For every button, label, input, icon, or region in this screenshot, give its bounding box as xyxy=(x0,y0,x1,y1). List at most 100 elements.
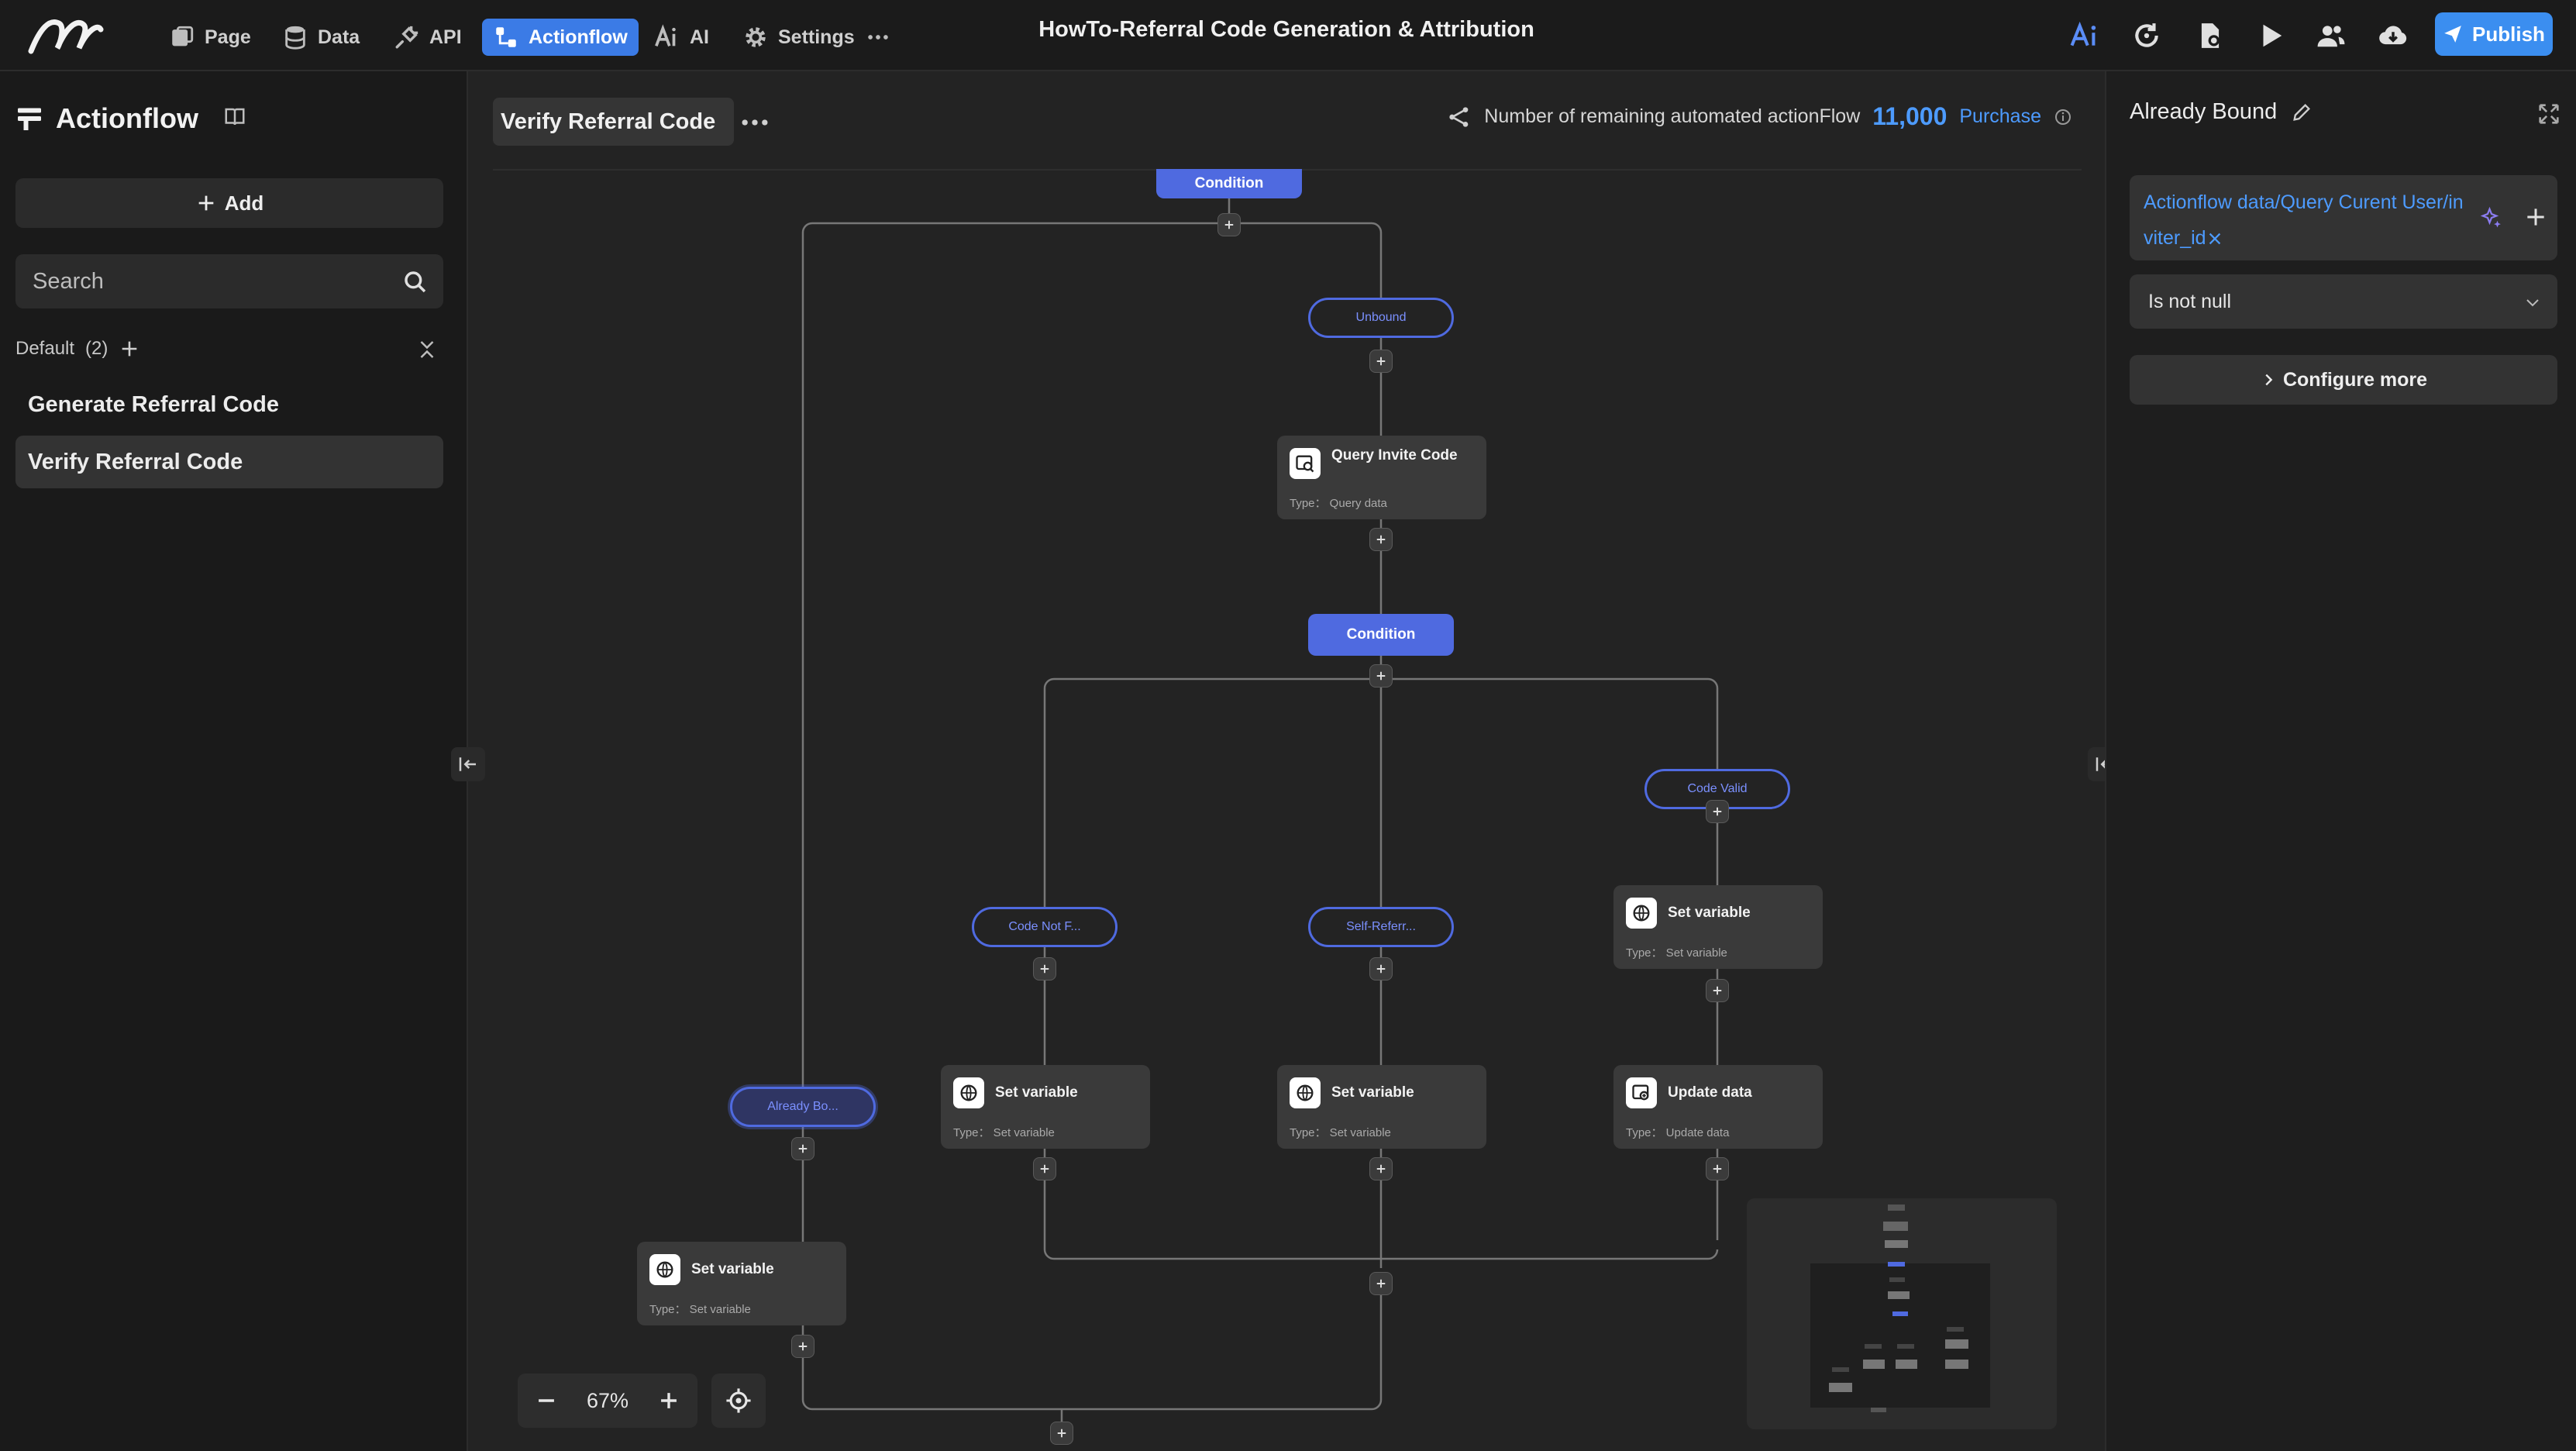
group-header[interactable]: Default (2) xyxy=(15,338,140,360)
branch-label: Code Valid xyxy=(1687,782,1748,795)
node-title: Set variable xyxy=(1331,1084,1414,1101)
minimap[interactable] xyxy=(1747,1198,2057,1429)
sidebar-title-label: Actionflow xyxy=(56,102,198,134)
expand-icon[interactable] xyxy=(2536,101,2562,127)
collapse-group-icon[interactable] xyxy=(415,338,439,361)
ai-assistant-button[interactable] xyxy=(2065,16,2105,56)
cloud-sync-button[interactable] xyxy=(2373,16,2413,56)
publish-button[interactable]: Publish xyxy=(2435,12,2553,56)
actionflow-sidebar: Actionflow Add Default (2) Generate Refe… xyxy=(0,71,468,1451)
set-variable-icon xyxy=(953,1077,984,1108)
add-step-button[interactable] xyxy=(1369,350,1393,373)
ai-sparkle-icon[interactable] xyxy=(2480,206,2503,229)
condition-binding-field[interactable]: Actionflow data/Query Curent User/invite… xyxy=(2130,175,2557,260)
actionflow-icon xyxy=(496,27,516,47)
plus-icon xyxy=(1376,1164,1386,1174)
database-icon xyxy=(285,26,305,50)
add-step-button[interactable] xyxy=(1706,979,1729,1002)
condition-node[interactable]: Condition xyxy=(1308,614,1454,656)
app-logo-icon[interactable] xyxy=(26,12,104,57)
set-variable-node[interactable]: Set variable Type： Set variable xyxy=(941,1065,1150,1149)
add-step-button[interactable] xyxy=(1369,528,1393,551)
info-icon[interactable] xyxy=(2054,108,2072,126)
set-variable-icon xyxy=(1626,898,1657,929)
add-step-button[interactable] xyxy=(1050,1422,1073,1445)
branch-self-referral[interactable]: Self-Referr... xyxy=(1308,907,1454,947)
set-variable-node[interactable]: Set variable Type： Set variable xyxy=(1277,1065,1486,1149)
group-count: (2) xyxy=(85,338,108,359)
recenter-button[interactable] xyxy=(711,1373,766,1428)
remove-binding-icon[interactable] xyxy=(2206,230,2223,247)
search-icon[interactable] xyxy=(403,270,428,295)
document-settings-button[interactable] xyxy=(2190,16,2230,56)
branch-unbound[interactable]: Unbound xyxy=(1308,298,1454,338)
add-step-button[interactable] xyxy=(1369,1272,1393,1295)
add-step-button[interactable] xyxy=(1369,957,1393,981)
collapse-left-panel-button[interactable] xyxy=(451,747,485,781)
add-step-button[interactable] xyxy=(1033,957,1056,981)
operator-select[interactable]: Is not null xyxy=(2130,274,2557,329)
refresh-button[interactable] xyxy=(2127,16,2167,56)
update-data-node[interactable]: Update data Type： Update data xyxy=(1613,1065,1823,1149)
add-step-button[interactable] xyxy=(1369,1157,1393,1180)
search-input[interactable] xyxy=(33,254,389,308)
add-step-button[interactable] xyxy=(1369,664,1393,688)
set-variable-node[interactable]: Set variable Type： Set variable xyxy=(1613,885,1823,969)
binding-value[interactable]: Actionflow data/Query Curent User/invite… xyxy=(2144,184,2469,256)
nav-page[interactable]: Page xyxy=(158,19,262,56)
crosshair-icon xyxy=(726,1388,751,1413)
preview-button[interactable] xyxy=(2251,16,2291,56)
zoom-out-icon[interactable] xyxy=(533,1387,560,1414)
collaborators-button[interactable] xyxy=(2311,16,2351,56)
query-invite-code-node[interactable]: Query Invite Code Type： Query data xyxy=(1277,436,1486,519)
set-variable-node[interactable]: Set variable Type： Set variable xyxy=(637,1242,846,1325)
nav-more-button[interactable] xyxy=(860,19,896,56)
add-step-button[interactable] xyxy=(1033,1157,1056,1180)
configure-more-label: Configure more xyxy=(2282,368,2428,391)
set-variable-icon xyxy=(649,1254,680,1285)
group-add-icon[interactable] xyxy=(119,338,140,360)
plus-icon xyxy=(1713,986,1722,995)
flow-item-label: Generate Referral Code xyxy=(28,391,279,417)
add-step-button[interactable] xyxy=(1706,1157,1729,1180)
add-condition-icon[interactable] xyxy=(2523,205,2548,229)
condition-node[interactable]: Condition xyxy=(1156,169,1302,198)
branch-label: Unbound xyxy=(1355,311,1407,324)
flow-list-item-selected[interactable]: Verify Referral Code xyxy=(15,436,443,488)
add-actionflow-button[interactable]: Add xyxy=(15,178,443,228)
branch-code-not-found[interactable]: Code Not F... xyxy=(972,907,1118,947)
node-title: Set variable xyxy=(1668,905,1751,921)
binding-text: Actionflow data/Query Curent User/invite… xyxy=(2144,191,2464,249)
inspector-title-label: Already Bound xyxy=(2130,99,2278,124)
docs-book-icon[interactable] xyxy=(223,105,246,129)
flow-list-item[interactable]: Generate Referral Code xyxy=(15,378,443,431)
plus-icon xyxy=(1057,1429,1066,1438)
actionflow-list-icon xyxy=(18,108,41,130)
plus-icon xyxy=(1376,535,1386,544)
nav-ai[interactable]: AI xyxy=(643,19,720,56)
add-label: Add xyxy=(224,191,264,215)
nav-api[interactable]: API xyxy=(383,19,473,56)
add-step-button[interactable] xyxy=(1706,800,1729,823)
top-bar: Page Data API Actionflow AI Settings How… xyxy=(0,0,2576,71)
edit-pencil-icon[interactable] xyxy=(2291,102,2313,123)
branch-already-bound[interactable]: Already Bo... xyxy=(730,1087,876,1127)
more-horizontal-icon xyxy=(868,35,888,40)
group-name: Default xyxy=(15,338,75,359)
nav-settings[interactable]: Settings xyxy=(732,19,866,56)
node-type: Type： Query data xyxy=(1290,497,1387,510)
purchase-link[interactable]: Purchase xyxy=(1959,105,2041,127)
flow-canvas[interactable]: Verify Referral Code Number of remaining… xyxy=(470,71,2103,1451)
add-step-button[interactable] xyxy=(791,1335,814,1358)
add-step-button[interactable] xyxy=(791,1137,814,1160)
plus-icon xyxy=(1224,220,1234,229)
refresh-icon xyxy=(2135,23,2158,47)
add-step-button[interactable] xyxy=(1217,213,1241,236)
nav-data[interactable]: Data xyxy=(271,19,370,56)
nav-actionflow[interactable]: Actionflow xyxy=(482,19,639,56)
zoom-in-icon[interactable] xyxy=(656,1387,682,1414)
flow-name-tab[interactable]: Verify Referral Code xyxy=(493,98,735,146)
flow-more-icon[interactable] xyxy=(738,105,772,140)
zoom-controls: 67% xyxy=(518,1373,697,1428)
configure-more-button[interactable]: Configure more xyxy=(2130,355,2557,405)
